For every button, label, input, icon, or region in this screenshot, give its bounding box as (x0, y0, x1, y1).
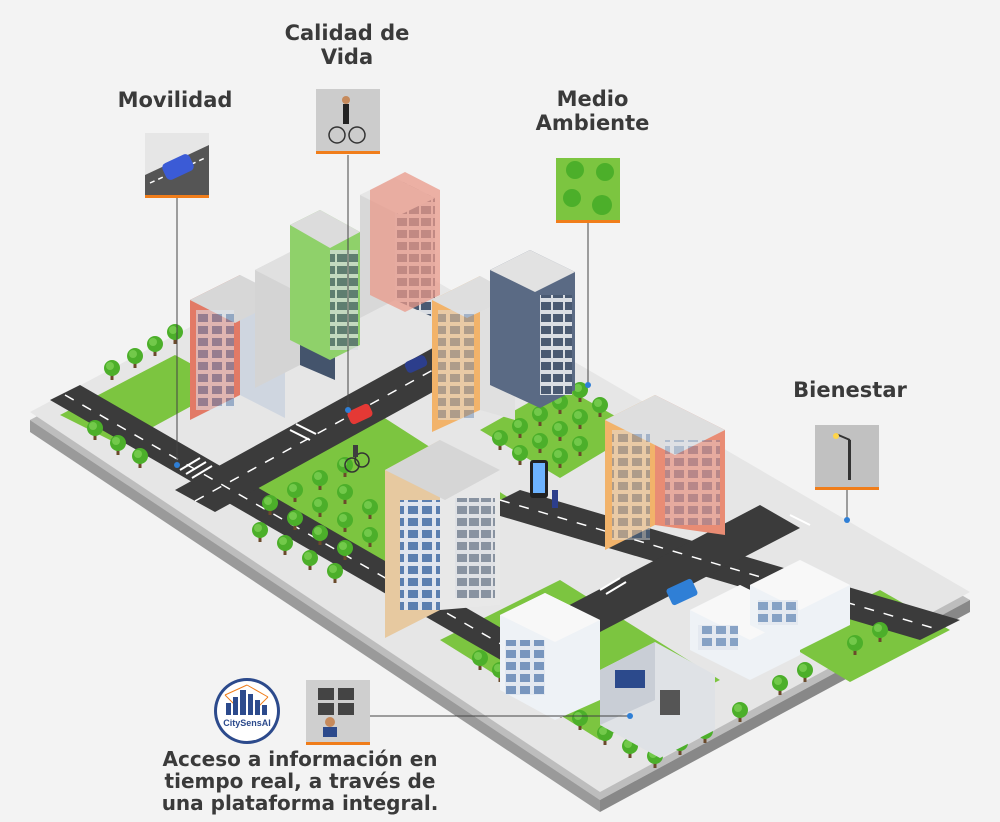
cyclist-icon (316, 89, 380, 154)
trees-icon (556, 158, 620, 223)
leader-lines (174, 155, 850, 719)
car-icon (145, 133, 209, 198)
control-room-icon (306, 680, 370, 745)
label-bienestar: Bienestar (793, 378, 907, 402)
platform-caption: Acceso a información en tiempo real, a t… (161, 747, 439, 815)
label-movilidad: Movilidad (117, 88, 233, 112)
vehicles (344, 355, 698, 606)
citysensai-logo: CitySensAI (214, 678, 280, 744)
buildings (190, 172, 850, 758)
street-lamp-icon (815, 425, 879, 490)
label-calidad-de-vida: Calidad de Vida (284, 21, 410, 69)
label-medio-ambiente: Medio Ambiente (535, 87, 650, 135)
logo-text: CitySensAI (223, 718, 271, 728)
